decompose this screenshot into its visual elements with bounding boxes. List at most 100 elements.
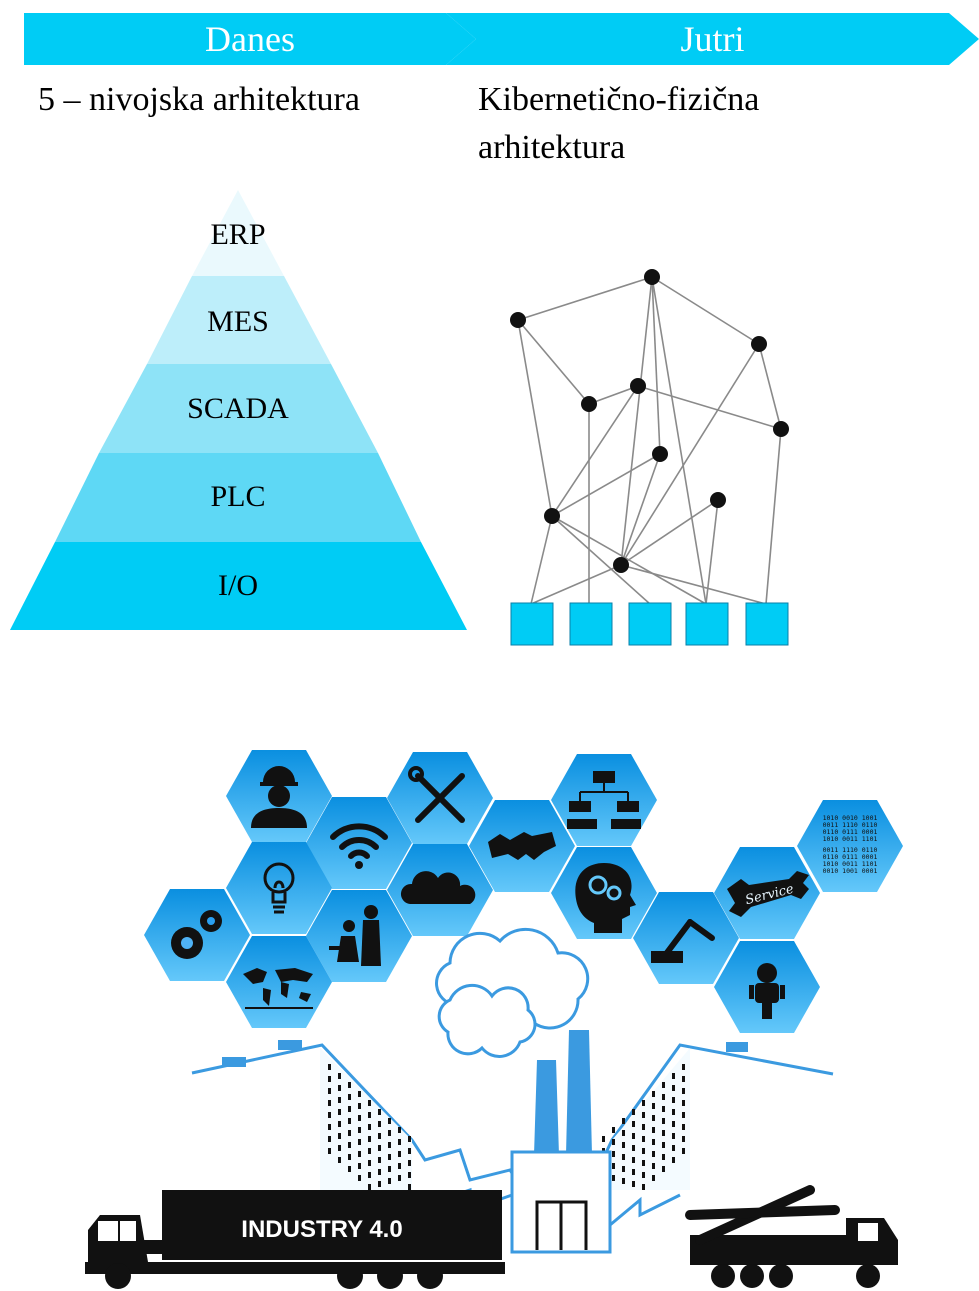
pump-boom xyxy=(685,1185,840,1245)
gears-hex xyxy=(144,889,250,981)
building-window xyxy=(662,1082,665,1088)
building-window xyxy=(652,1115,655,1121)
building-window xyxy=(358,1103,361,1109)
pump-truck-wheels xyxy=(711,1264,880,1288)
building-window xyxy=(378,1109,381,1115)
building-window xyxy=(662,1166,665,1172)
building-window xyxy=(348,1130,351,1136)
building-window xyxy=(338,1133,341,1139)
robot-icon xyxy=(749,963,785,1019)
building-window xyxy=(328,1136,331,1142)
building-window xyxy=(358,1091,361,1097)
building-window xyxy=(622,1142,625,1148)
factory-door xyxy=(535,1200,588,1250)
network-node xyxy=(773,421,789,437)
building-window xyxy=(358,1115,361,1121)
lightbulb-icon xyxy=(263,862,295,914)
building-window xyxy=(388,1118,391,1124)
pyramid-label-scada: SCADA xyxy=(187,392,289,425)
building-window xyxy=(642,1100,645,1106)
building-window xyxy=(682,1100,685,1106)
pyramid-label-mes: MES xyxy=(207,305,269,338)
building-window xyxy=(408,1184,411,1190)
building-window xyxy=(612,1163,615,1169)
left-heading: 5 – nivojska arhitektura xyxy=(38,81,360,118)
building-window xyxy=(378,1157,381,1163)
building-right xyxy=(602,1048,690,1190)
building-window xyxy=(358,1139,361,1145)
org-chart-icon xyxy=(567,771,641,829)
automation-pyramid: ERP MES SCADA PLC I/O xyxy=(10,190,467,630)
svg-text:0011 1110 0110: 0011 1110 0110 xyxy=(823,846,878,854)
pyramid-label-io: I/O xyxy=(218,569,258,602)
building-window xyxy=(408,1136,411,1142)
truck-trailer xyxy=(162,1190,502,1260)
robot-hex xyxy=(714,941,820,1033)
cyber-physical-network xyxy=(510,269,789,646)
network-device xyxy=(569,602,613,646)
building-window xyxy=(398,1127,401,1133)
pump-truck xyxy=(685,1185,898,1288)
chimney-left xyxy=(534,1060,559,1155)
building-window xyxy=(642,1184,645,1190)
building-window xyxy=(632,1181,635,1187)
network-node xyxy=(613,557,629,573)
network-device xyxy=(685,602,729,646)
building-window xyxy=(368,1100,371,1106)
building-window xyxy=(662,1094,665,1100)
building-window xyxy=(338,1097,341,1103)
building-window xyxy=(328,1076,331,1082)
building-window xyxy=(642,1136,645,1142)
building-window xyxy=(368,1124,371,1130)
building-window xyxy=(368,1148,371,1154)
truck-label: INDUSTRY 4.0 xyxy=(241,1216,402,1243)
building-window xyxy=(348,1142,351,1148)
network-devices xyxy=(510,602,789,646)
building-window xyxy=(672,1157,675,1163)
banner-today-label: Danes xyxy=(205,19,295,59)
building-window xyxy=(682,1076,685,1082)
building-window xyxy=(632,1169,635,1175)
building-window xyxy=(338,1157,341,1163)
industry-illustration: 1010 0010 1001 0011 1110 0110 0110 0111 … xyxy=(85,750,903,1289)
tools-icon xyxy=(408,766,465,823)
worker-icon xyxy=(251,766,307,828)
building-window xyxy=(652,1163,655,1169)
building-window xyxy=(622,1130,625,1136)
building-window xyxy=(632,1109,635,1115)
building-window xyxy=(348,1106,351,1112)
network-node xyxy=(652,446,668,462)
building-window xyxy=(388,1154,391,1160)
building-window xyxy=(368,1136,371,1142)
wifi-hex xyxy=(306,797,412,889)
building-window xyxy=(682,1148,685,1154)
binary-data-hex: 1010 0010 1001 0011 1110 0110 0110 0111 … xyxy=(797,800,903,892)
team-hex xyxy=(306,890,412,982)
brain-gears-icon xyxy=(575,863,636,933)
cargo-truck: INDUSTRY 4.0 xyxy=(85,1190,505,1289)
building-window xyxy=(652,1175,655,1181)
building-window xyxy=(652,1091,655,1097)
building-window xyxy=(368,1160,371,1166)
building-window xyxy=(602,1136,605,1142)
building-window xyxy=(612,1151,615,1157)
cloud-hex xyxy=(387,844,493,936)
network-links xyxy=(517,276,782,605)
building-window xyxy=(388,1142,391,1148)
factory xyxy=(423,1030,681,1254)
network-device xyxy=(745,602,789,646)
svg-text:1010 0011 1101: 1010 0011 1101 xyxy=(823,835,878,843)
building-window xyxy=(662,1106,665,1112)
building-window xyxy=(328,1100,331,1106)
worker-hex xyxy=(226,750,332,842)
building-window xyxy=(348,1118,351,1124)
building-window xyxy=(672,1145,675,1151)
building-window xyxy=(358,1163,361,1169)
building-window xyxy=(642,1148,645,1154)
building-window xyxy=(682,1136,685,1142)
network-node xyxy=(751,336,767,352)
building-window xyxy=(632,1133,635,1139)
robot-arm-icon xyxy=(651,919,715,963)
building-window xyxy=(622,1118,625,1124)
building-window xyxy=(338,1145,341,1151)
